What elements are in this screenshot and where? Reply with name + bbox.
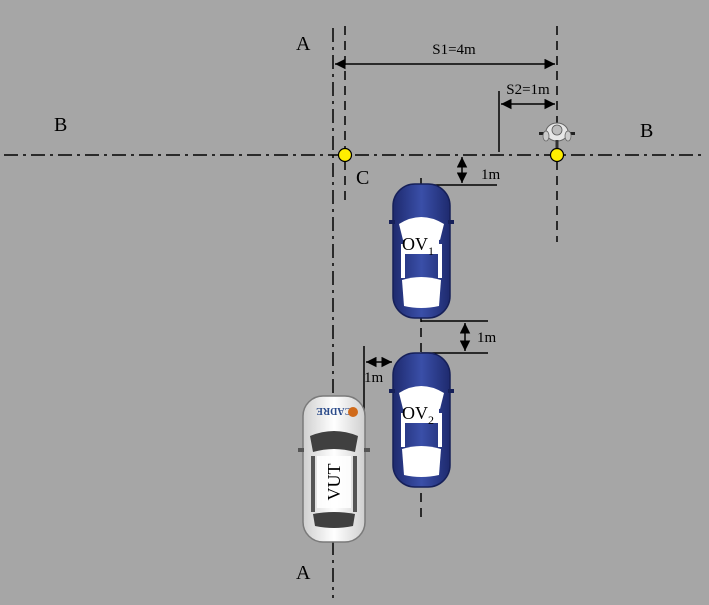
vehicle-vut: CADRE VUT (298, 395, 370, 543)
vut-label: VUT (324, 464, 344, 501)
ov-spacing-label: 1m (477, 330, 497, 346)
point-c-marker (337, 147, 353, 163)
ov2-subscript: 2 (428, 413, 434, 427)
bicycle-point-marker (549, 147, 565, 163)
svg-text:OV2: OV2 (402, 403, 434, 427)
svg-text:OV1: OV1 (402, 234, 434, 258)
ov1-label: OV (402, 234, 428, 254)
bicycle-target (539, 122, 575, 150)
ov1-gap-label: 1m (481, 167, 501, 183)
axis-b-left-label: B (54, 114, 67, 136)
badge-logo-icon (348, 407, 358, 417)
vehicle-ov1: OV1 (389, 183, 454, 319)
point-c-label: C (356, 167, 369, 189)
ov2-label: OV (402, 403, 428, 423)
vehicle-ov2: OV2 (389, 352, 454, 488)
dimension-s2 (498, 91, 555, 152)
vut-badge: CADRE (316, 405, 352, 416)
lateral-gap-label: 1m (364, 370, 384, 386)
ov1-subscript: 1 (428, 244, 434, 258)
s2-label: S2=1m (506, 82, 550, 98)
s1-label: S1=4m (432, 42, 476, 58)
axis-b-right-label: B (640, 120, 653, 142)
axis-a-top-label: A (296, 33, 311, 55)
axis-a-bottom-label: A (296, 562, 311, 584)
